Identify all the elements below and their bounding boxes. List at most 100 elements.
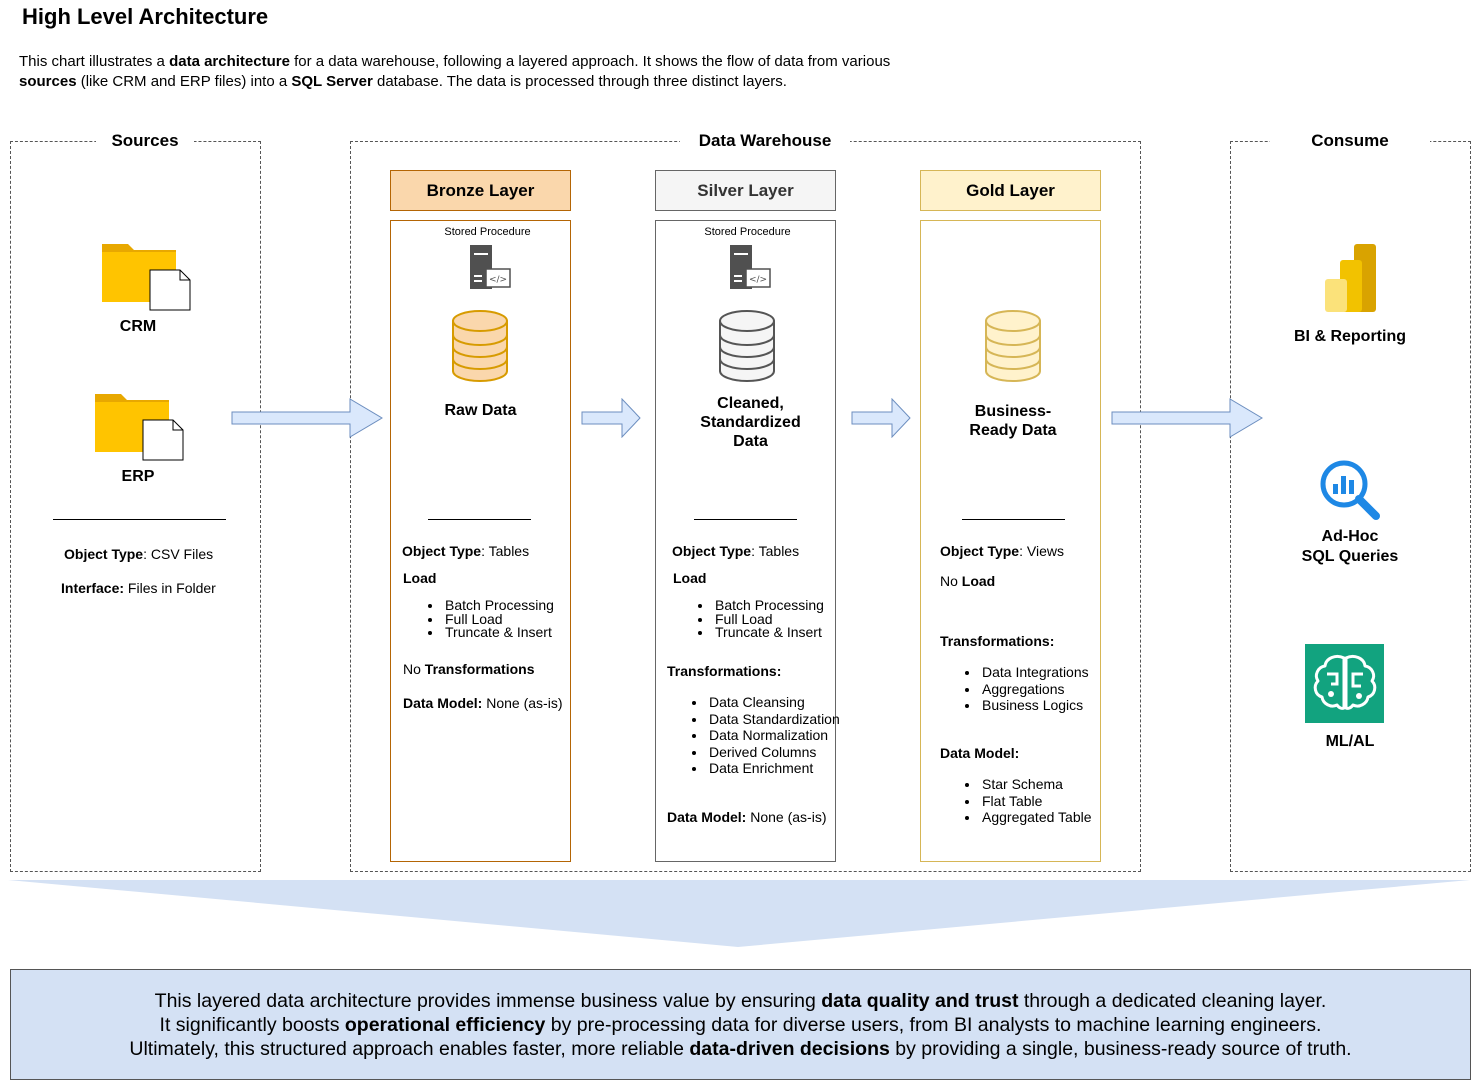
summary-text: by providing a single, business-ready so… xyxy=(889,1037,1352,1060)
meta-value: : Tables xyxy=(481,543,530,559)
meta-value: None (as-is) xyxy=(482,695,563,711)
crm-folder-icon xyxy=(102,244,191,311)
silver-transformations-list: Data Cleansing Data Standardization Data… xyxy=(687,694,840,777)
list-item: Data Normalization xyxy=(707,727,840,744)
gold-layer-header: Gold Layer xyxy=(920,170,1101,211)
list-item: Data Standardization xyxy=(707,711,840,728)
summary-line-1: This layered data architecture provides … xyxy=(155,989,1327,1013)
erp-folder-icon xyxy=(95,394,184,461)
center-line: Standardized xyxy=(700,414,801,431)
center-line: Business- xyxy=(974,403,1052,420)
summary-text: through a dedicated cleaning layer. xyxy=(1018,989,1327,1012)
sources-interface: Interface: Files in Folder xyxy=(61,580,216,597)
summary-text: Ultimately, this structured approach ena… xyxy=(129,1037,690,1060)
meta-label: Load xyxy=(673,570,707,586)
silver-load-list: Batch Processing Full Load Truncate & In… xyxy=(693,597,824,640)
bronze-data-model: Data Model: None (as-is) xyxy=(403,695,562,712)
bronze-stored-procedure-icon: </> xyxy=(470,245,511,289)
label-line: Ad-Hoc xyxy=(1321,528,1379,545)
data-warehouse-title: Data Warehouse xyxy=(680,131,850,151)
bi-reporting-label: BI & Reporting xyxy=(1294,328,1406,345)
meta-label: Load xyxy=(961,573,996,589)
list-item: Full Load xyxy=(713,612,824,626)
ml-label: ML/AL xyxy=(1325,733,1375,750)
business-value-summary: This layered data architecture provides … xyxy=(10,969,1471,1080)
list-item: Business Logics xyxy=(980,697,1089,714)
meta-value: Files in Folder xyxy=(124,580,216,596)
meta-value: : Views xyxy=(1019,543,1064,559)
meta-label: Object Type xyxy=(940,543,1020,559)
gold-load: No Load xyxy=(940,573,995,590)
arrow-silver-to-gold xyxy=(851,398,911,438)
list-item: Aggregated Table xyxy=(980,809,1092,826)
silver-layer-header: Silver Layer xyxy=(655,170,836,211)
silver-load-label: Load xyxy=(673,570,706,587)
arrow-bronze-to-silver xyxy=(581,398,641,438)
center-line: Cleaned, xyxy=(717,395,784,412)
sources-divider xyxy=(53,519,226,520)
arrow-sources-to-bronze xyxy=(231,398,383,438)
gold-center-label: Business- Ready Data xyxy=(920,402,1106,440)
crm-label: CRM xyxy=(119,318,157,335)
list-item: Derived Columns xyxy=(707,744,840,761)
bronze-layer-header: Bronze Layer xyxy=(390,170,571,211)
summary-bold: operational efficiency xyxy=(344,1013,546,1036)
meta-label: Object Type xyxy=(672,543,752,559)
list-item: Truncate & Insert xyxy=(443,624,554,641)
intro-bold: data architecture xyxy=(169,53,290,70)
meta-value: No xyxy=(403,661,425,677)
gold-object-type: Object Type: Views xyxy=(940,543,1064,560)
intro-bold: sources xyxy=(19,73,77,90)
label-line: SQL Queries xyxy=(1301,548,1399,565)
list-item: Batch Processing xyxy=(713,597,824,614)
meta-value: : CSV Files xyxy=(143,546,214,562)
meta-label: Transformations xyxy=(424,661,535,677)
intro-paragraph: This chart illustrates a data architectu… xyxy=(19,52,979,92)
meta-label: Object Type xyxy=(64,546,144,562)
bronze-load-label: Load xyxy=(403,570,436,587)
sources-object-type: Object Type: CSV Files xyxy=(64,546,213,563)
bronze-divider xyxy=(428,519,531,520)
list-item: Data Enrichment xyxy=(707,760,840,777)
summary-funnel-shape xyxy=(8,880,1470,947)
summary-line-2: It significantly boosts operational effi… xyxy=(160,1013,1322,1037)
meta-label: Data Model: xyxy=(403,695,483,711)
silver-object-type: Object Type: Tables xyxy=(672,543,799,560)
center-line: Ready Data xyxy=(969,422,1057,439)
list-item: Flat Table xyxy=(980,793,1092,810)
gold-data-model-label: Data Model: xyxy=(940,745,1019,762)
intro-text: This chart illustrates a xyxy=(19,53,170,70)
silver-database-icon xyxy=(719,310,775,382)
intro-text: for a data warehouse, following a layere… xyxy=(289,53,891,70)
list-item: Data Cleansing xyxy=(707,694,840,711)
bronze-center-label: Raw Data xyxy=(444,402,517,419)
intro-text: database. The data is processed through … xyxy=(372,73,787,90)
meta-label: Load xyxy=(403,570,437,586)
silver-center-label: Cleaned, Standardized Data xyxy=(655,394,846,451)
meta-label: Data Model: xyxy=(940,745,1020,761)
page-title: High Level Architecture xyxy=(22,4,269,29)
bronze-object-type: Object Type: Tables xyxy=(402,543,529,560)
meta-label: Data Model: xyxy=(667,809,747,825)
summary-bold: data quality and trust xyxy=(821,989,1019,1012)
bronze-database-icon xyxy=(452,310,508,382)
silver-stored-procedure-icon: </> xyxy=(730,245,771,289)
gold-transformations-label: Transformations: xyxy=(940,633,1054,650)
gold-transformations-list: Data Integrations Aggregations Business … xyxy=(960,664,1089,714)
silver-stored-procedure-label: Stored Procedure xyxy=(704,226,791,238)
meta-value: No xyxy=(940,573,962,589)
meta-label: Transformations: xyxy=(940,633,1055,649)
summary-text: by pre-processing data for diverse users… xyxy=(545,1013,1322,1036)
list-item: Full Load xyxy=(443,612,554,626)
center-line: Data xyxy=(733,433,768,450)
meta-value: : Tables xyxy=(751,543,800,559)
silver-data-model: Data Model: None (as-is) xyxy=(667,809,826,826)
bronze-transformations: No Transformations xyxy=(403,661,535,678)
gold-divider xyxy=(962,519,1065,520)
intro-text: (like CRM and ERP files) into a xyxy=(76,73,292,90)
list-item: Data Integrations xyxy=(980,664,1089,681)
bronze-load-list: Batch Processing Full Load Truncate & In… xyxy=(423,597,554,640)
svg-text:</>: </> xyxy=(489,275,507,285)
power-bi-icon xyxy=(1325,244,1376,312)
arrow-gold-to-consume xyxy=(1111,398,1263,438)
